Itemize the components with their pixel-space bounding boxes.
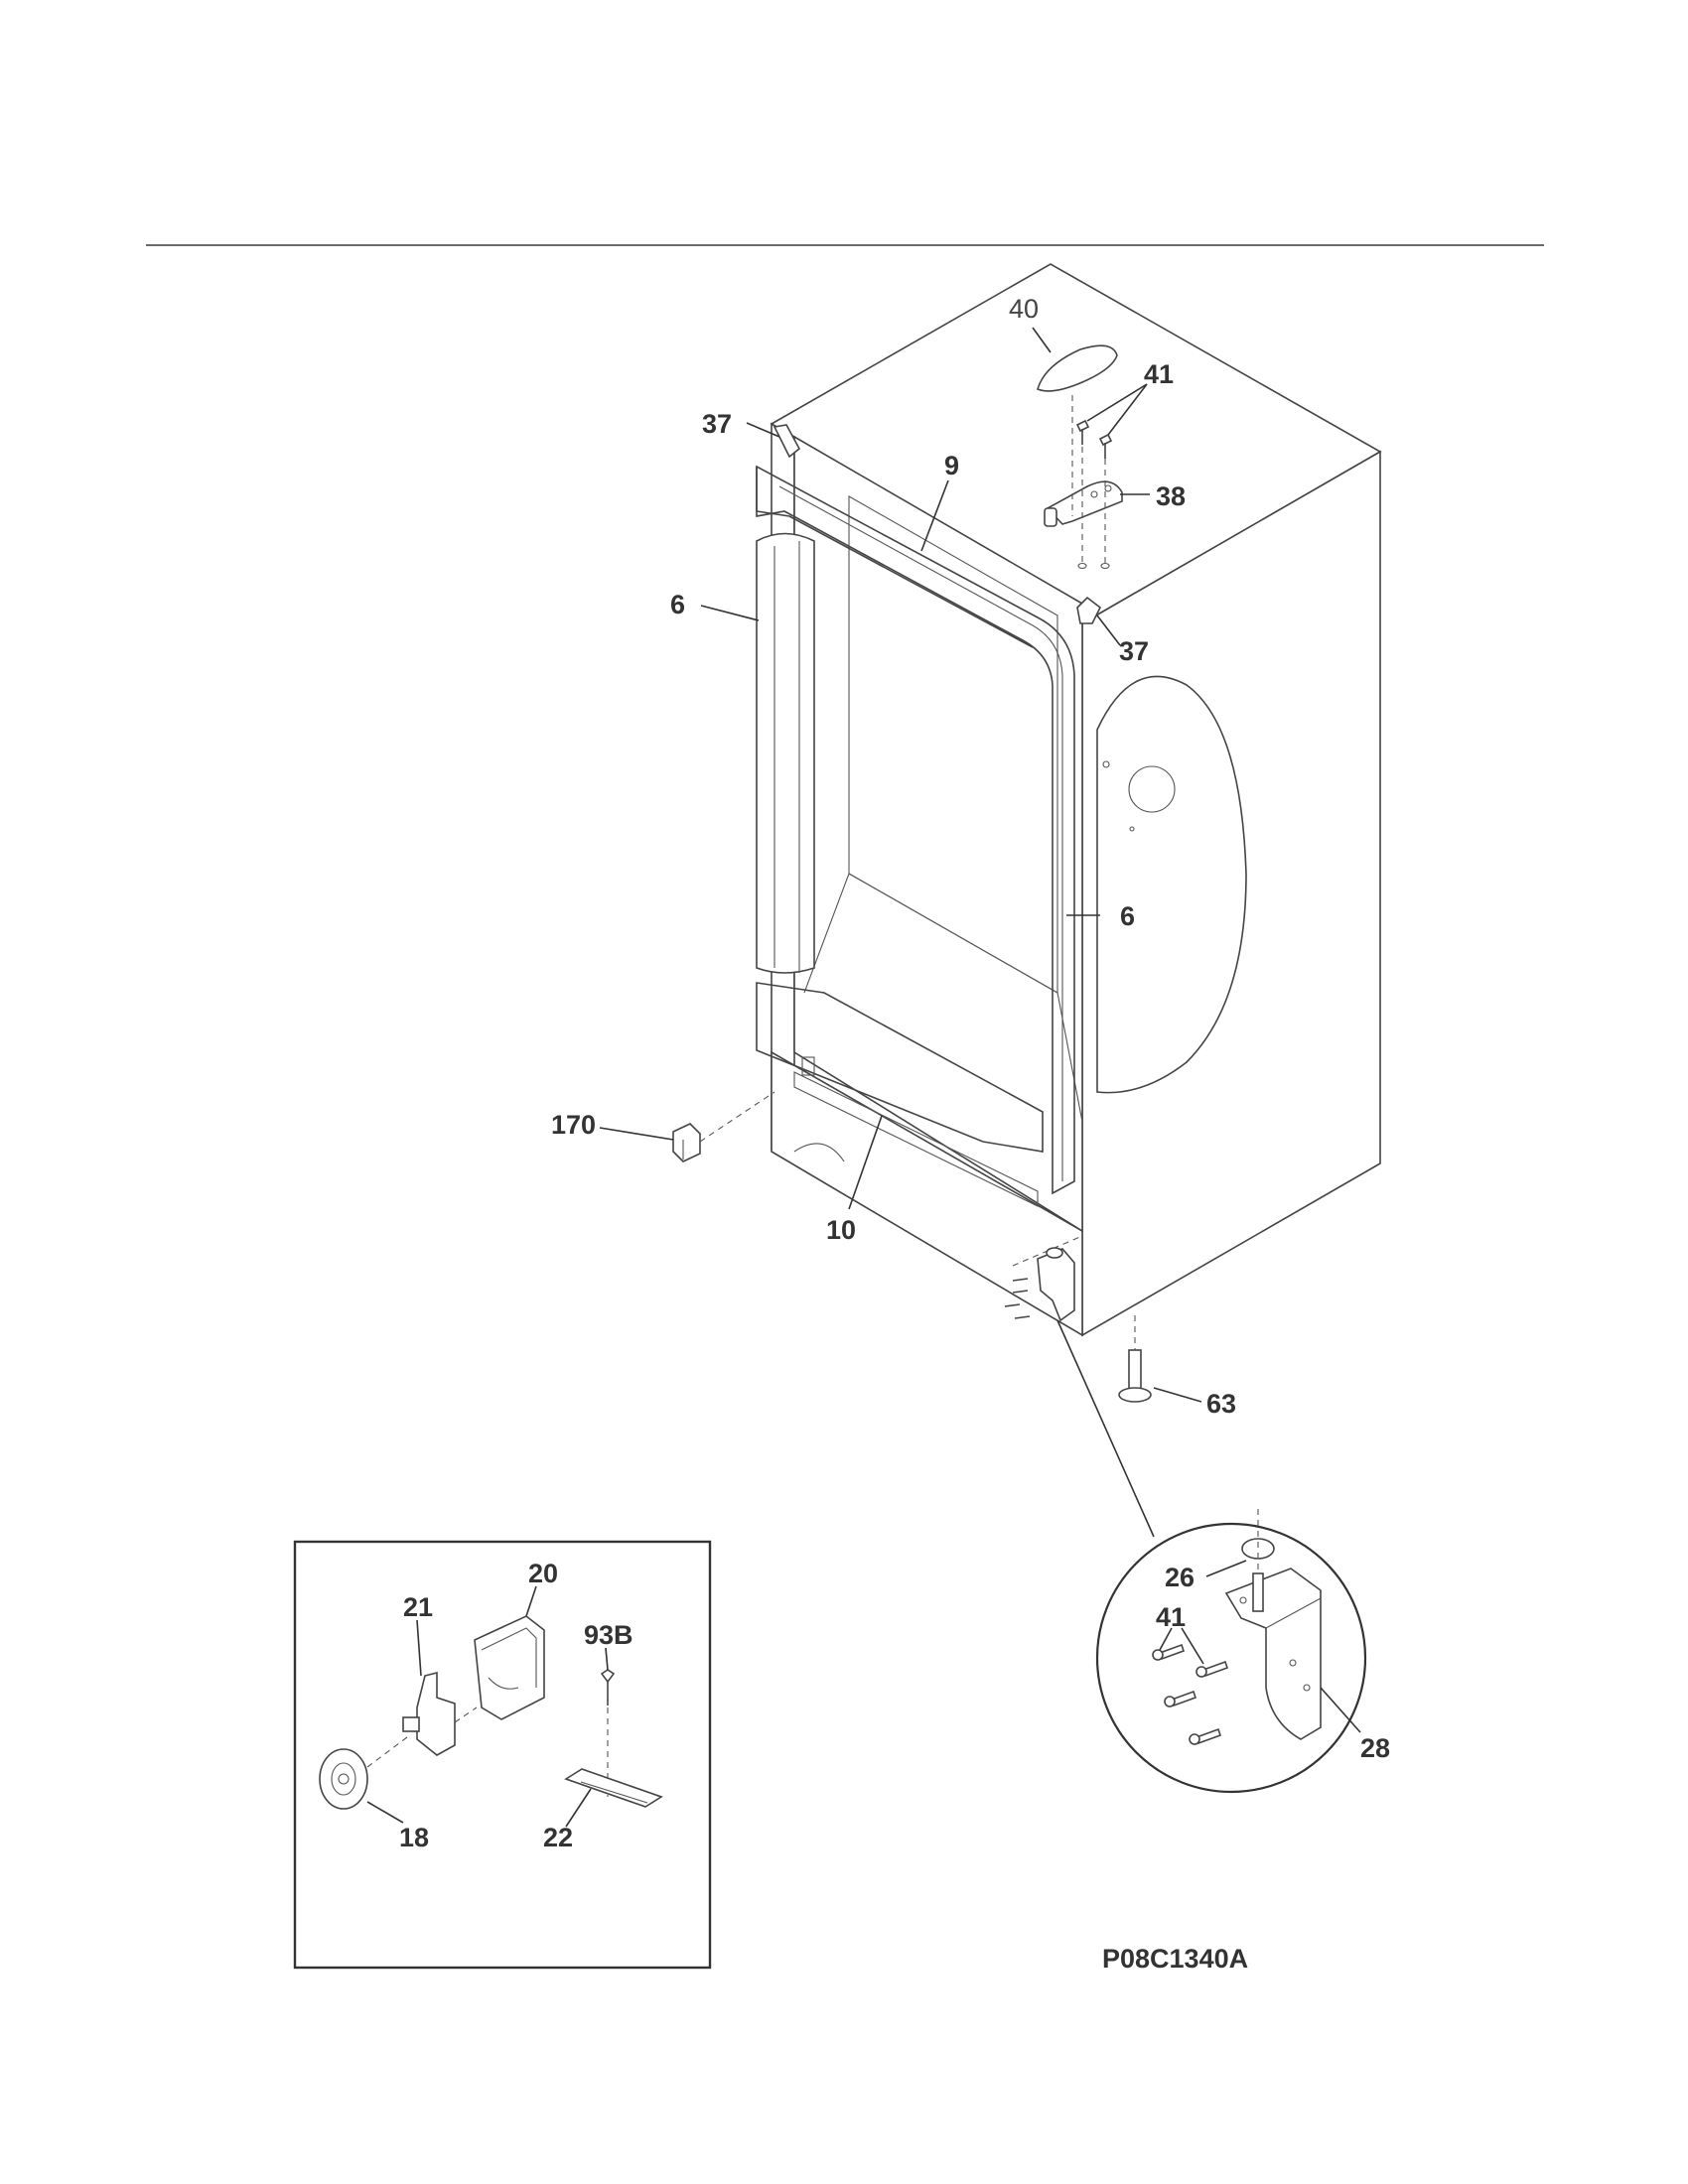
callout-6-right: 6 [1120,901,1135,931]
hinge-detail-view [1095,1509,1367,1794]
callout-40: 40 [1009,294,1039,324]
callout-10: 10 [826,1215,856,1245]
callout-93b: 93B [584,1620,633,1650]
callout-18: 18 [399,1823,429,1852]
callout-63: 63 [1206,1389,1236,1419]
drawing-id: P08C1340A [1102,1944,1248,1974]
callout-6-left: 6 [670,590,685,619]
callout-38: 38 [1156,481,1186,511]
callout-21: 21 [403,1592,433,1622]
callout-leaders [366,327,1361,1828]
light-assembly-inset [293,1540,712,1970]
callout-37-right: 37 [1119,636,1149,666]
callout-41-top: 41 [1144,359,1174,389]
callout-22: 22 [543,1823,573,1852]
callout-37-top: 37 [702,409,732,439]
callout-28: 28 [1360,1733,1390,1763]
callout-9: 9 [944,451,959,480]
callout-26: 26 [1165,1563,1195,1592]
cabinet-assembly [672,263,1382,1403]
callout-20: 20 [528,1559,558,1588]
callout-41-detail: 41 [1156,1602,1186,1632]
callout-170: 170 [551,1110,596,1140]
